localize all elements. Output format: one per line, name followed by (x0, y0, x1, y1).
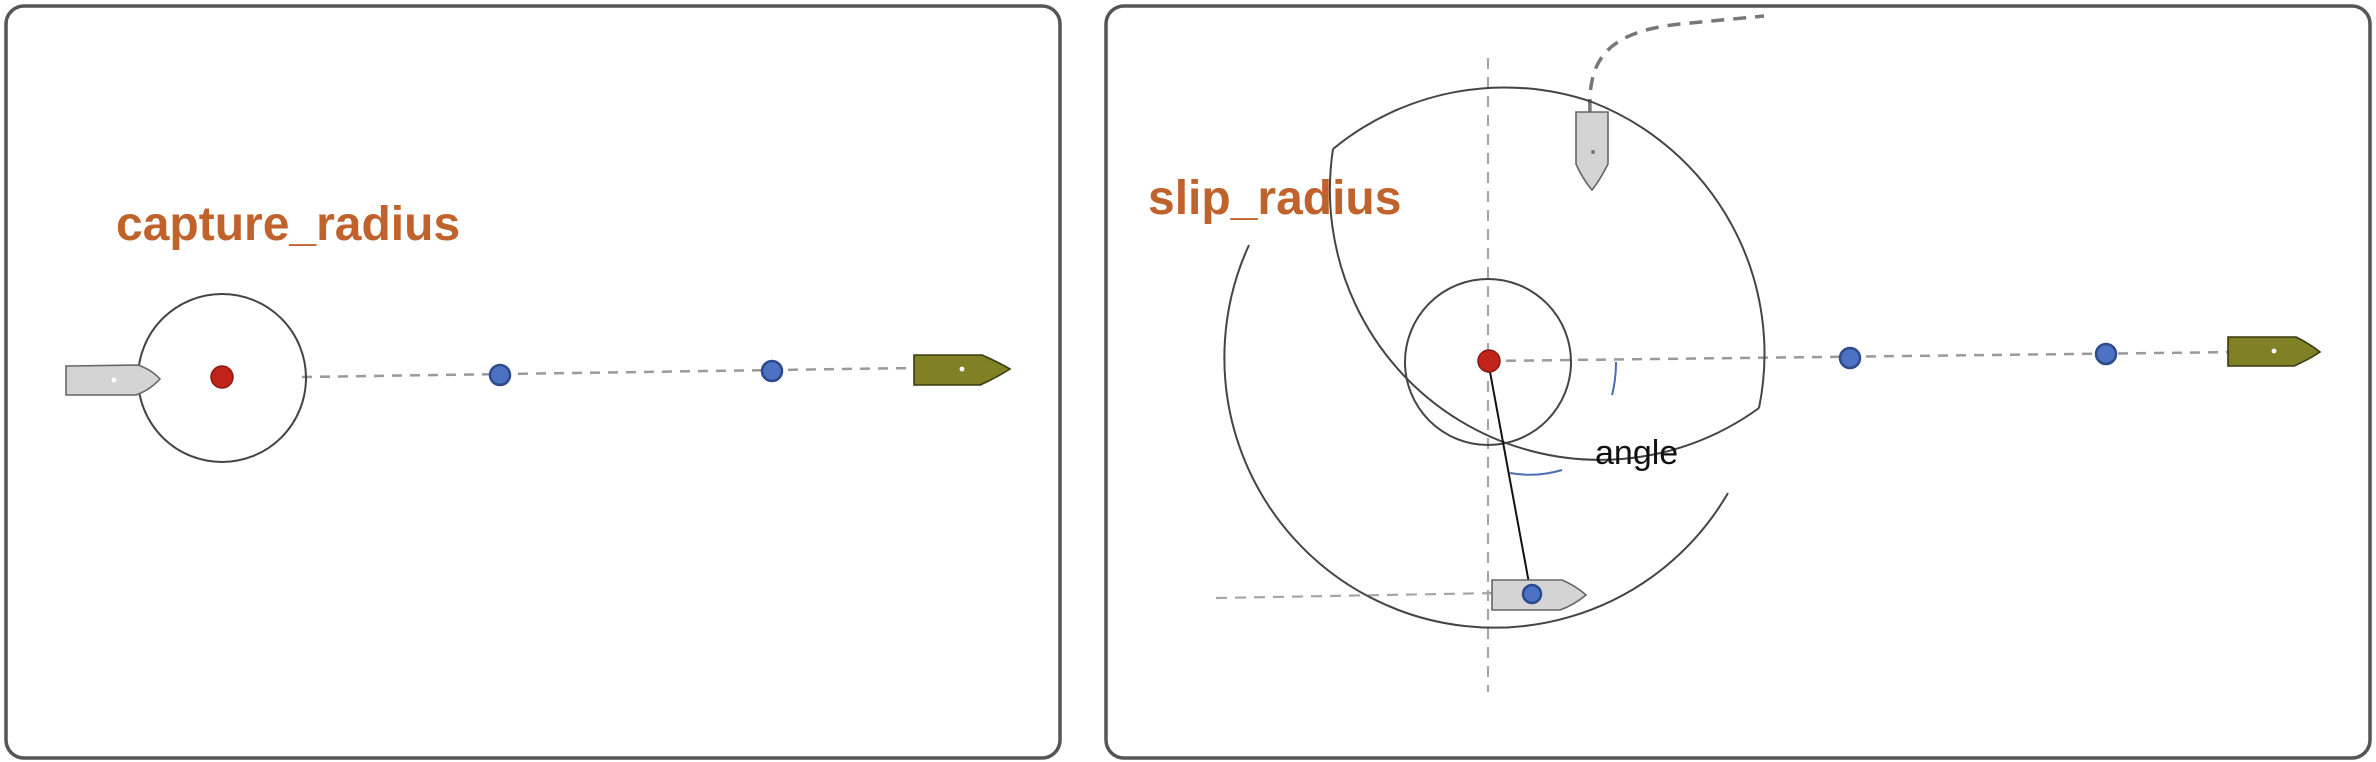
waypoint-2-left (760, 359, 784, 383)
slip-radius-circle-segment-1 (1328, 148, 1760, 461)
waypoint-2-right (2094, 342, 2118, 366)
waypoint-1-left (488, 363, 512, 387)
panel-frame-right (1104, 4, 2372, 760)
slip-radius-circle-segment-2 (1332, 86, 1593, 150)
waypoint-1-right (1838, 346, 1862, 370)
vessel-olive-right (2227, 336, 2322, 367)
angle-arc-right (1611, 361, 1618, 396)
slip-radius-circle-segment-4 (1223, 244, 1729, 629)
waypoint-on-vessel (1521, 583, 1543, 605)
panel-capture-radius: capture_radius (4, 4, 1062, 760)
target-to-vessel-line (1487, 360, 1532, 595)
panel-frame-left (4, 4, 1062, 760)
vessel-grey-left (65, 364, 162, 396)
horizontal-reference-axis (1215, 591, 1499, 600)
vessel-olive-left (913, 354, 1012, 386)
target-marker-left (210, 365, 234, 389)
panel-title-capture-radius: capture_radius (116, 198, 460, 251)
target-marker-right (1477, 349, 1501, 373)
panel-title-slip-radius: slip_radius (1148, 172, 1401, 225)
panel-slip-radius: slip_radius angle (1104, 4, 2372, 760)
inner-radius-circle (1404, 278, 1572, 446)
slip-radius-circle-segment-3 (1591, 101, 1766, 409)
approach-trail (1588, 14, 1765, 113)
route-path-left (301, 366, 913, 379)
angle-arc-lower (1509, 469, 1563, 476)
vessel-grey-lower (1491, 579, 1588, 611)
angle-label: angle (1595, 434, 1678, 472)
vessel-grey-upper (1575, 111, 1609, 192)
